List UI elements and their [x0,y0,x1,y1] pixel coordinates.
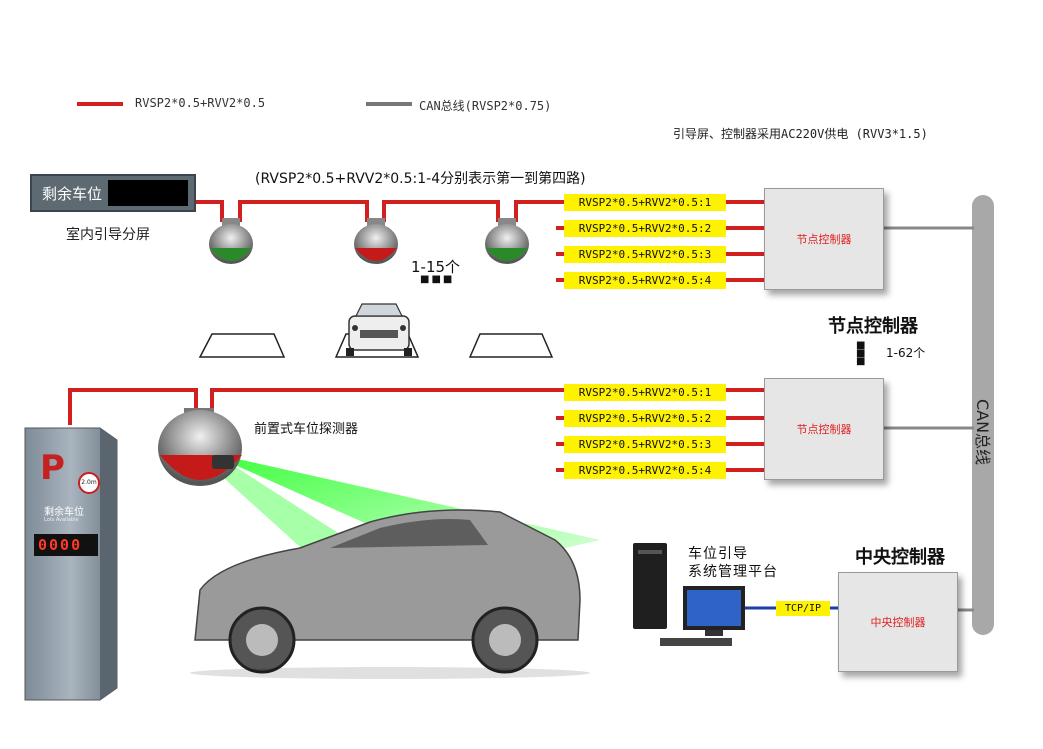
outdoor-digits: 0000 [38,536,83,554]
count-1-62: 1-62个 [886,346,926,360]
route-label-top-1: RVSP2*0.5+RVV2*0.5:1 [564,194,726,211]
can-bus-label: CAN总线 [973,398,992,466]
central-controller-title: 中央控制器 [855,547,945,568]
can-bus-line [972,195,994,635]
pc-icon [633,543,745,646]
platform-label-line-2: 系统管理平台 [688,564,778,580]
route-label-bottom-2: RVSP2*0.5+RVV2*0.5:2 [564,410,726,427]
outdoor-en-label: Lots Available [44,517,79,523]
node-dots: ■■■ [856,340,866,367]
legend-gray-label: CAN总线(RVSP2*0.75) [419,99,552,113]
outdoor-p-letter: P [40,448,65,488]
legend-red-label: RVSP2*0.5+RVV2*0.5 [135,96,266,110]
power-note: 引导屏、控制器采用AC220V供电 (RVV3*1.5) [673,127,928,141]
platform-label-line-1: 车位引导 [688,546,748,562]
front-detector-label: 前置式车位探测器 [254,422,359,437]
tcp-ip-label: TCP/IP [776,601,830,616]
platform-label: 车位引导 系统管理平台 [688,545,778,581]
outdoor-cn-label: 剩余车位 [44,507,84,518]
route-label-top-4: RVSP2*0.5+RVV2*0.5:4 [564,272,726,289]
node-controller-top-label: 节点控制器 [796,233,852,246]
node-controller-bottom-label: 节点控制器 [796,423,852,436]
detector-1-icon [209,218,253,264]
top-red-wiring [193,200,766,282]
route-label-bottom-1: RVSP2*0.5+RVV2*0.5:1 [564,384,726,401]
route-label-top-2: RVSP2*0.5+RVV2*0.5:2 [564,220,726,237]
ellipsis-dots: ■■■ [420,274,455,285]
detector-3-icon [485,218,529,264]
car-silhouette-icon [190,509,590,679]
small-car-icon [346,303,412,356]
node-controller-bottom: 节点控制器 [764,378,884,480]
outdoor-pillar-icon [24,427,118,701]
central-controller-box: 中央控制器 [838,572,958,672]
indoor-display-screen [108,180,189,206]
indoor-display: 剩余车位 [30,174,196,212]
route-label-bottom-3: RVSP2*0.5+RVV2*0.5:3 [564,436,726,453]
indoor-display-label: 剩余车位 [42,184,103,203]
route-note: (RVSP2*0.5+RVV2*0.5:1-4分别表示第一到第四路) [255,171,586,187]
route-label-top-3: RVSP2*0.5+RVV2*0.5:3 [564,246,726,263]
detector-2-icon [354,218,398,264]
height-limit-badge: 2.0m [78,472,100,494]
indoor-display-caption: 室内引导分屏 [66,227,150,243]
central-controller-box-label: 中央控制器 [870,616,926,629]
node-controller-title: 节点控制器 [828,316,918,337]
node-controller-top: 节点控制器 [764,188,884,290]
count-1-15: 1-15个 [411,258,461,276]
route-label-bottom-4: RVSP2*0.5+RVV2*0.5:4 [564,462,726,479]
